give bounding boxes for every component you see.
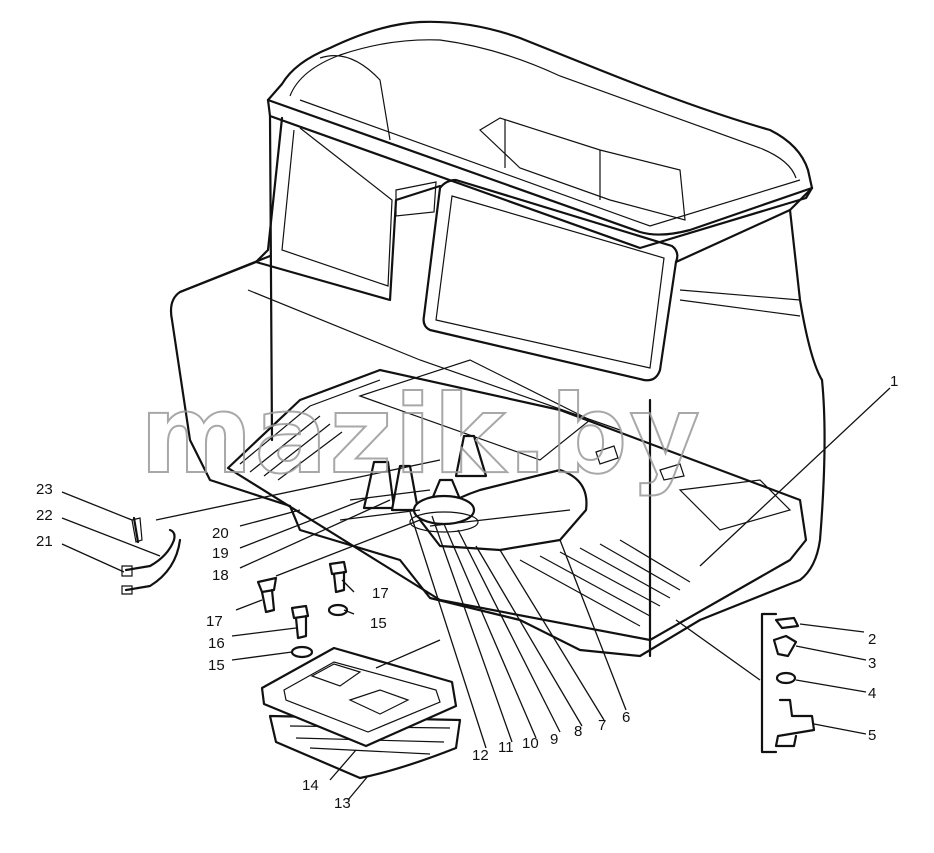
callout-14: 14 [302, 777, 319, 794]
leader-lines [61, 387, 891, 801]
mount-assemblies [339, 434, 488, 533]
callout-7: 7 [598, 717, 606, 734]
callout-12: 12 [472, 747, 489, 764]
callout-2: 2 [868, 631, 876, 648]
callout-8: 8 [574, 723, 582, 740]
callout-17-right: 17 [372, 585, 389, 602]
callout-3: 3 [868, 655, 876, 672]
callout-15-left: 15 [208, 657, 225, 674]
cab-body [169, 20, 826, 658]
lock-parts-21-23 [121, 516, 182, 595]
callout-18: 18 [212, 567, 229, 584]
callout-11: 11 [498, 739, 514, 756]
callout-15-right: 15 [370, 615, 387, 632]
gasket-plates-13-14 [260, 646, 462, 780]
callout-4: 4 [868, 685, 876, 702]
watermark-text: mazik.by [140, 373, 702, 498]
callout-10: 10 [522, 735, 539, 752]
callout-20: 20 [212, 525, 229, 542]
callout-numbers: 1 2 3 4 5 6 7 8 9 10 11 12 13 14 15 15 1… [36, 373, 898, 812]
callout-1: 1 [890, 373, 898, 390]
callout-5: 5 [868, 727, 876, 744]
callout-17-left: 17 [206, 613, 223, 630]
callout-23: 23 [36, 481, 53, 498]
callout-21: 21 [36, 533, 53, 550]
callout-13: 13 [334, 795, 351, 812]
callout-6: 6 [622, 709, 630, 726]
callout-19: 19 [212, 545, 229, 562]
callout-22: 22 [36, 507, 53, 524]
fasteners-15-17 [256, 560, 349, 659]
callout-16: 16 [208, 635, 225, 652]
callout-9: 9 [550, 731, 558, 748]
latch-parts-2-5 [760, 612, 816, 754]
